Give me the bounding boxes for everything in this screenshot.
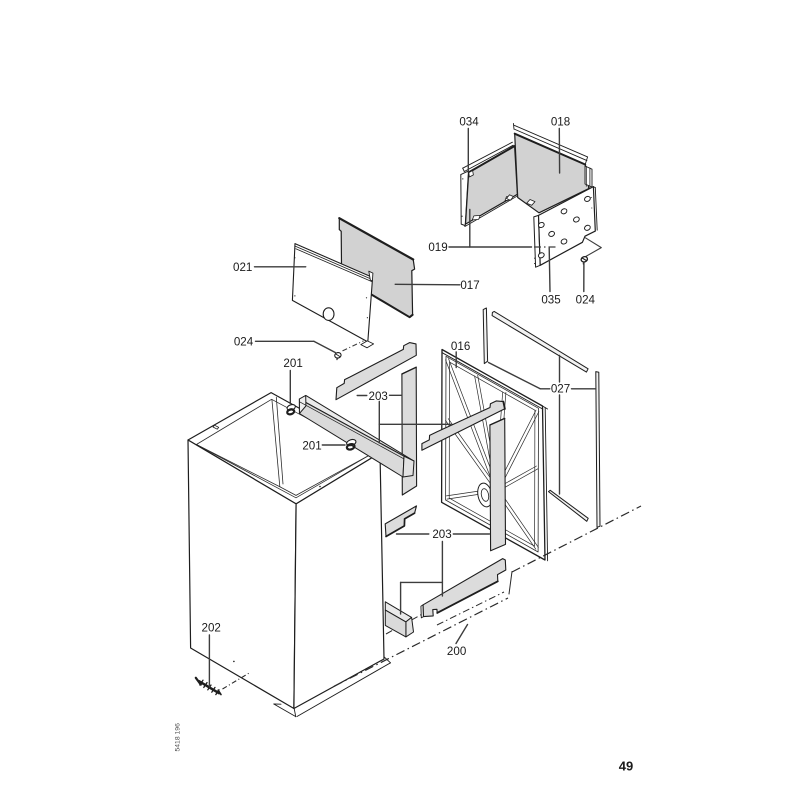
svg-text:49: 49 xyxy=(619,758,633,773)
svg-text:203: 203 xyxy=(432,528,451,541)
svg-text:202: 202 xyxy=(202,622,221,635)
svg-text:018: 018 xyxy=(551,116,570,129)
svg-text:201: 201 xyxy=(283,357,302,370)
svg-text:200: 200 xyxy=(447,645,466,658)
svg-text:201: 201 xyxy=(302,440,321,453)
svg-text:034: 034 xyxy=(459,116,479,129)
svg-text:019: 019 xyxy=(428,241,447,254)
svg-text:203: 203 xyxy=(369,390,388,403)
svg-text:016: 016 xyxy=(451,340,470,353)
svg-text:017: 017 xyxy=(460,279,479,292)
svg-text:024: 024 xyxy=(576,294,596,307)
svg-text:027: 027 xyxy=(551,383,570,396)
svg-text:024: 024 xyxy=(234,336,254,349)
svg-text:5418 196: 5418 196 xyxy=(175,723,182,752)
svg-text:035: 035 xyxy=(541,294,560,307)
svg-text:021: 021 xyxy=(233,261,252,274)
